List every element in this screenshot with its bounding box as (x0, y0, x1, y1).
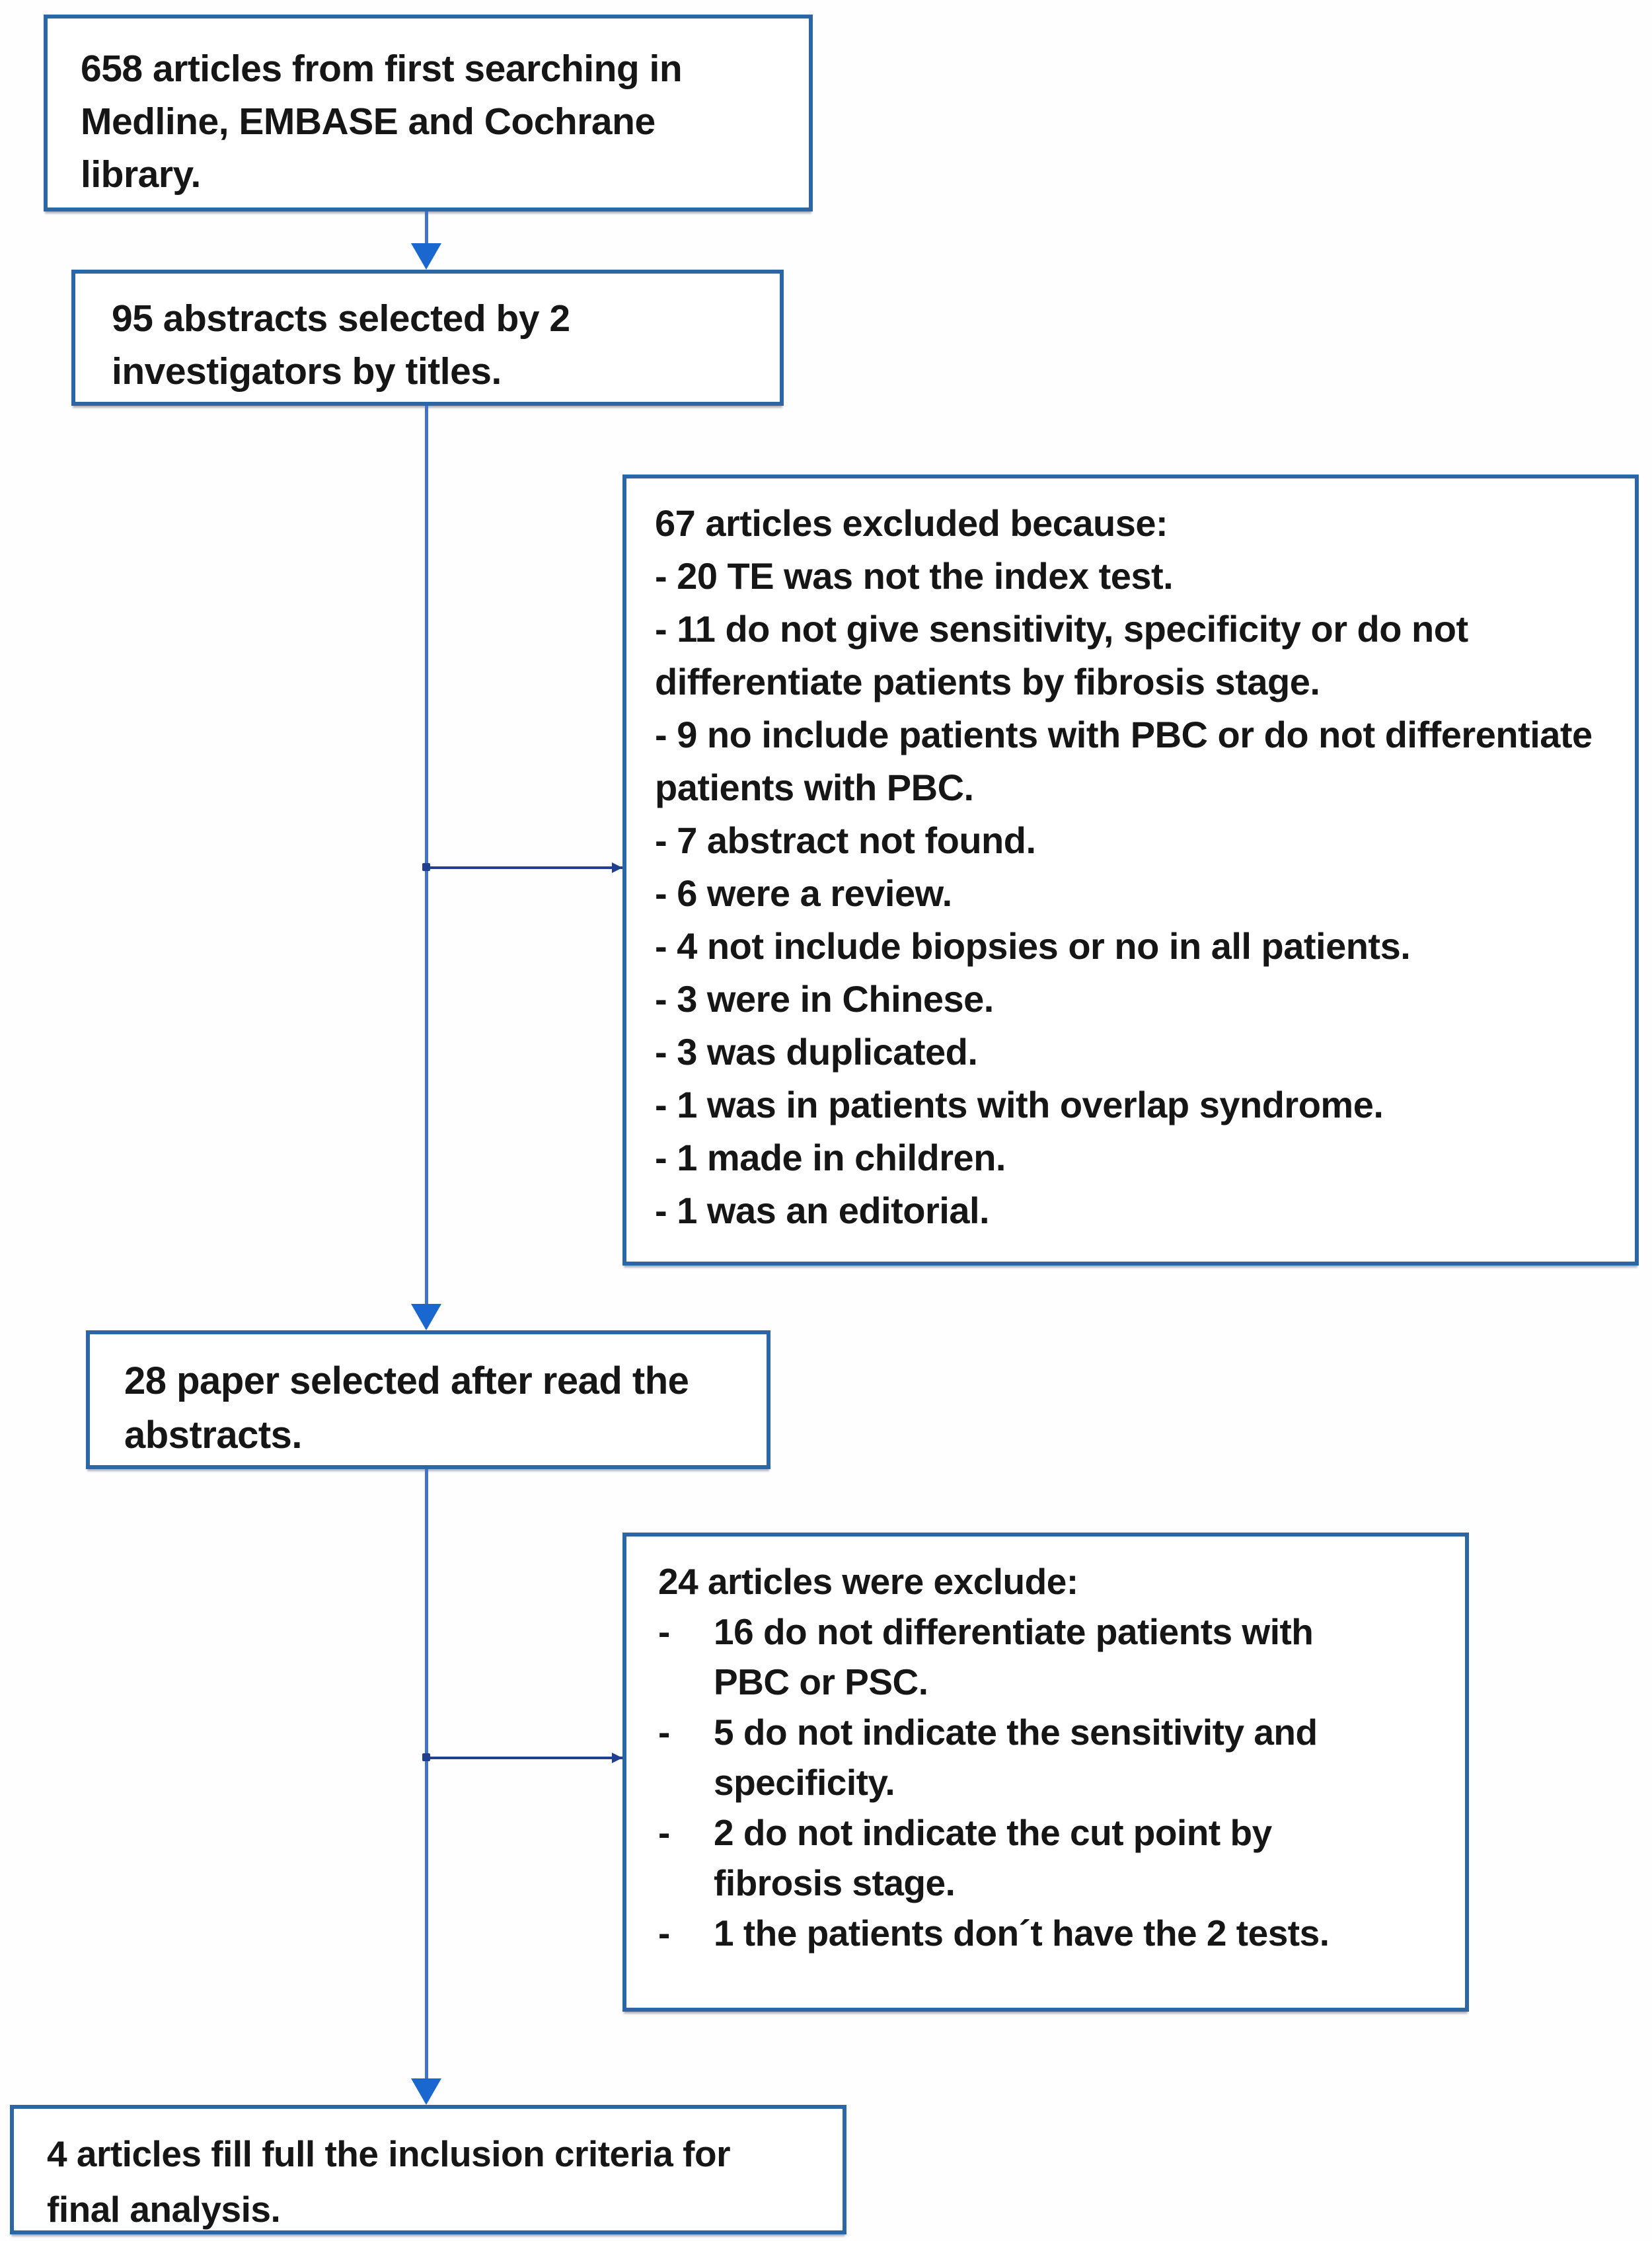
exclusion-item: - 1 made in children. (655, 1137, 1006, 1178)
box-excluded-after-fulltext: 24 articles were exclude: - 16 do not di… (622, 1533, 1469, 2012)
box-text-line: 95 abstracts selected by 2 (112, 297, 570, 340)
exclusion-item-text: 2 do not indicate the cut point by fibro… (714, 1812, 1272, 1903)
down-arrowhead-icon (411, 243, 441, 270)
exclusion-item: - 16 do not differentiate patients with … (658, 1607, 1439, 1707)
exclusion-item-text: 5 do not indicate the sensitivity and sp… (714, 1712, 1318, 1803)
branch-tip-icon-1 (612, 862, 622, 873)
down-arrowhead-icon (411, 2078, 441, 2105)
exclusion-item: - 3 was duplicated. (655, 1031, 978, 1073)
box-text-line: investigators by titles. (112, 350, 502, 393)
box-final-included: 4 articles fill full the inclusion crite… (10, 2105, 846, 2234)
exclusion-title: 24 articles were exclude: (658, 1561, 1078, 1602)
down-arrowhead-icon (411, 1304, 441, 1330)
box-text-line: 658 articles from first searching in (81, 48, 683, 90)
exclusion-item: - 9 no include patients with PBC or do n… (655, 714, 1593, 808)
branch-line-to-exclusions-2 (426, 1757, 622, 1759)
box-text-line: Medline, EMBASE and Cochrane (81, 100, 656, 143)
exclusion-item: - 6 were a review. (655, 872, 952, 914)
exclusion-item-text: 1 the patients don´t have the 2 tests. (714, 1913, 1330, 1954)
box-abstracts-selected-by-title: 95 abstracts selected by 2 investigators… (71, 270, 784, 406)
box-excluded-after-title-screening: 67 articles excluded because: - 20 TE wa… (622, 475, 1639, 1266)
box-text-line: 4 articles fill full the inclusion crite… (47, 2133, 731, 2174)
dash-bullet: - (658, 1712, 670, 1753)
branch-line-to-exclusions-1 (426, 866, 622, 869)
branch-tip-icon-2 (612, 1753, 622, 1763)
junction-dot-2 (422, 1753, 430, 1761)
box-text-line: library. (81, 153, 201, 196)
exclusion-item: - 20 TE was not the index test. (655, 555, 1174, 597)
exclusion-item: - 1 the patients don´t have the 2 tests. (658, 1908, 1439, 1958)
junction-dot-1 (422, 863, 430, 871)
exclusion-title: 67 articles excluded because: (655, 502, 1168, 544)
exclusion-item: - 1 was in patients with overlap syndrom… (655, 1084, 1384, 1125)
box-text-line: final analysis. (47, 2189, 281, 2230)
box-text-line: abstracts. (124, 1414, 303, 1457)
box-papers-after-abstract-reading: 28 paper selected after read the abstrac… (86, 1330, 770, 1469)
flow-line-segment-3 (425, 1469, 428, 2078)
exclusion-item-text: 16 do not differentiate patients with PB… (714, 1611, 1314, 1702)
exclusion-item: - 11 do not give sensitivity, specificit… (655, 608, 1468, 703)
box-initial-search: 658 articles from first searching in Med… (44, 15, 813, 211)
exclusion-item: - 5 do not indicate the sensitivity and … (658, 1707, 1439, 1807)
flow-line-segment-1 (425, 211, 428, 243)
box-text-line: 28 paper selected after read the (124, 1359, 689, 1402)
dash-bullet: - (658, 1913, 670, 1954)
dash-bullet: - (658, 1812, 670, 1853)
exclusion-item: - 4 not include biopsies or no in all pa… (655, 925, 1411, 967)
dash-bullet: - (658, 1611, 670, 1652)
flow-line-segment-2 (425, 406, 428, 1304)
exclusion-item: - 7 abstract not found. (655, 819, 1036, 861)
exclusion-item: - 3 were in Chinese. (655, 978, 994, 1020)
exclusion-item: - 1 was an editorial. (655, 1190, 990, 1231)
exclusion-item: - 2 do not indicate the cut point by fib… (658, 1807, 1439, 1908)
